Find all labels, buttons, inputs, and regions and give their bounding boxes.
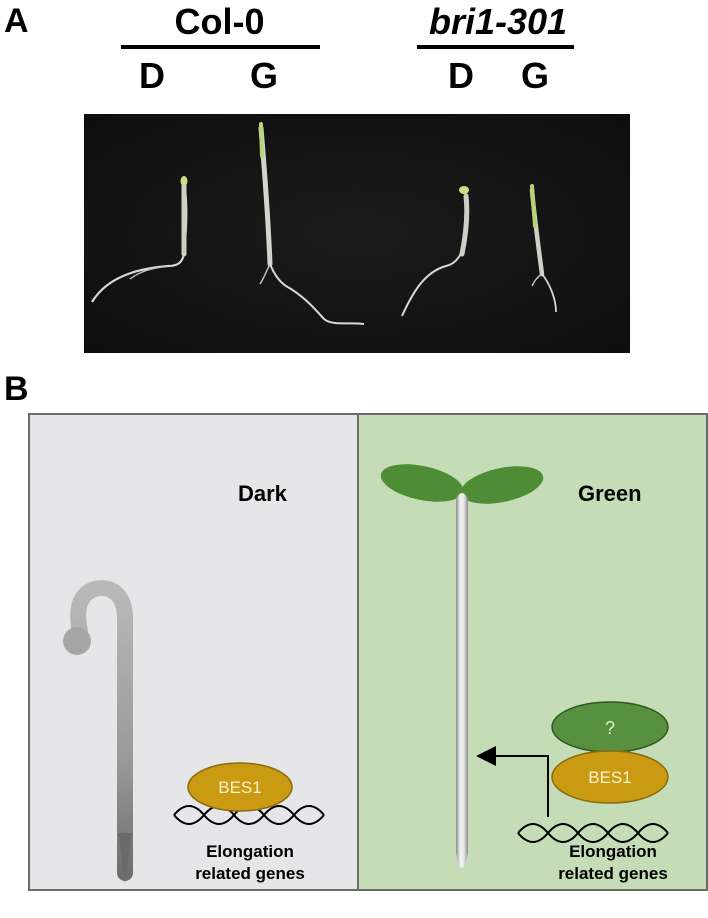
cotyledon-left [380,464,464,502]
etiolated-seedling [63,580,133,883]
green-bes1-label: BES1 [588,768,631,787]
cotyledon-right [460,466,544,504]
transcription-arrow [476,746,549,817]
green-genes-line1: Elongation [569,842,657,861]
dark-bes1-label: BES1 [218,778,261,797]
seedling-col0-green [258,122,365,325]
green-label: Green [578,481,642,506]
unknown-factor-label: ? [605,718,615,738]
seedling-bri1-green [529,184,557,313]
seedling-photo [84,114,630,353]
dark-bes1-protein [187,762,293,812]
seedling-photo-drawing [84,114,630,353]
green-dna-helix [517,823,669,843]
seedling-bri1-dark [401,186,470,317]
hypocotyl [456,493,468,868]
panel-a-label: A [4,2,29,40]
seedling-col0-dark [91,176,188,303]
col0-dark-label: D [139,55,165,96]
bri1-dark-label: D [448,55,474,96]
green-bes1-protein [551,750,669,804]
col0-green-label: G [249,55,278,96]
green-seedling [380,464,544,868]
genotype-col0-label: Col-0 [174,1,265,42]
bri1-bracket-line [417,45,574,49]
bes1-model-svg: Dark Green BES1 Elongation related genes [28,413,708,891]
col0-bracket-line [121,45,320,49]
panel-b-label: B [4,370,29,408]
dark-genes-line1: Elongation [206,842,294,861]
dark-genes-line2: related genes [195,864,305,883]
bri1-green-label: G [520,55,549,96]
green-genes-line2: related genes [558,864,668,883]
bes1-model-diagram: Dark Green BES1 Elongation related genes [28,413,708,891]
dark-label: Dark [238,481,288,506]
genotype-bri1-label: bri1-301 [428,1,568,42]
